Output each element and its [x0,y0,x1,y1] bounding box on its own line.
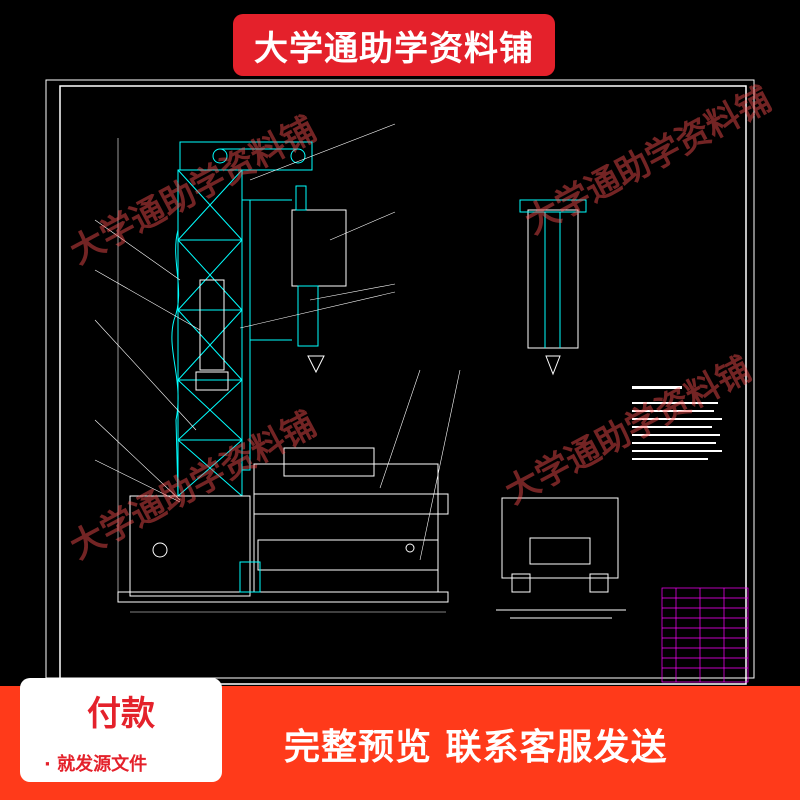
payment-title: 付款 [87,694,155,734]
payment-card[interactable]: 付款 · 就发源文件 [20,678,222,782]
promo-text: 完整预览 联系客服发送 [284,727,668,768]
technical-notes [632,386,722,460]
inner-frame [59,85,747,685]
side-view-a [519,199,587,376]
end-view [496,497,626,619]
title-block [661,587,749,683]
outer-frame [45,79,755,679]
leader-lines [94,123,461,613]
payment-note: · 就发源文件 [44,754,148,775]
shop-banner: 大学通助学资料铺 [233,14,555,76]
